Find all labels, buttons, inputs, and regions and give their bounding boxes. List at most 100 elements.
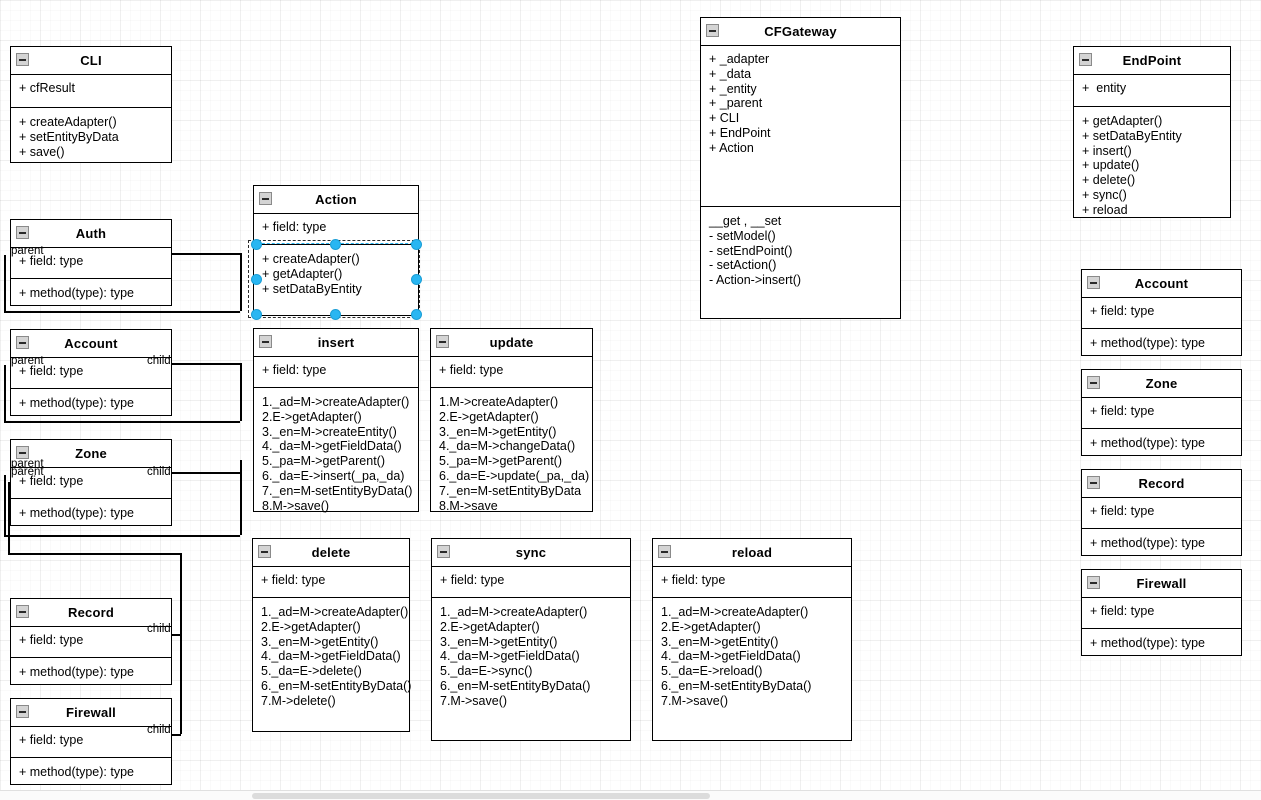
uml-class-firewall-left[interactable]: Firewall+ field: type+ method(type): typ… — [10, 698, 172, 785]
uml-class-firewall-right[interactable]: Firewall+ field: type+ method(type): typ… — [1081, 569, 1242, 656]
edge-label-account-parent: parent — [11, 355, 44, 367]
collapse-minus-icon[interactable] — [437, 545, 450, 558]
class-name: insert — [317, 335, 355, 350]
class-methods: 1._ad=M->createAdapter()2.E->getAdapter(… — [254, 388, 418, 519]
collapse-minus-icon[interactable] — [16, 605, 29, 618]
association-line[interactable] — [4, 365, 6, 421]
class-methods: + method(type): type — [11, 389, 171, 417]
method-line: 4._da=M->getFieldData() — [440, 649, 580, 664]
class-title-bar: Firewall — [11, 699, 171, 727]
uml-class-zone-left[interactable]: Zone+ field: type+ method(type): type — [10, 439, 172, 526]
attribute-line: + _adapter — [709, 52, 770, 66]
collapse-minus-icon[interactable] — [259, 192, 272, 205]
method-line: + method(type): type — [19, 506, 134, 520]
class-attributes: + field: type — [11, 627, 171, 658]
edge-label-zone-parent-b: parent — [11, 466, 44, 478]
collapse-minus-icon[interactable] — [1079, 53, 1092, 66]
attribute-line: + Action — [709, 140, 754, 155]
association-line[interactable] — [4, 421, 240, 423]
class-title-bar: sync — [432, 539, 630, 567]
horizontal-scrollbar[interactable] — [0, 790, 1261, 800]
resize-handle[interactable] — [251, 309, 262, 320]
method-line: 8.M->save() — [262, 498, 330, 513]
uml-class-record-right[interactable]: Record+ field: type+ method(type): type — [1081, 469, 1242, 556]
uml-class-auth[interactable]: Auth+ field: type+ method(type): type — [10, 219, 172, 306]
class-name: Account — [64, 336, 118, 351]
resize-handle[interactable] — [251, 274, 262, 285]
association-line[interactable] — [240, 363, 242, 421]
uml-class-endpoint[interactable]: EndPoint+ entity+ getAdapter()+ setDataB… — [1073, 46, 1231, 218]
method-line: 6._da=E->insert(_pa,_da) — [262, 468, 405, 483]
class-title-bar: EndPoint — [1074, 47, 1230, 75]
uml-class-action[interactable]: Action+ field: type+ createAdapter()+ ge… — [253, 185, 419, 316]
collapse-minus-icon[interactable] — [16, 705, 29, 718]
association-line[interactable] — [8, 482, 10, 553]
class-name: CLI — [80, 53, 102, 68]
attribute-line: + field: type — [261, 573, 326, 587]
collapse-minus-icon[interactable] — [16, 446, 29, 459]
attribute-line: + field: type — [19, 364, 84, 378]
method-line: 4._da=M->getFieldData() — [661, 649, 801, 664]
collapse-minus-icon[interactable] — [436, 335, 449, 348]
collapse-minus-icon[interactable] — [259, 335, 272, 348]
attribute-line: + field: type — [439, 363, 504, 377]
resize-handle[interactable] — [411, 239, 422, 250]
class-name: update — [489, 335, 534, 350]
association-line[interactable] — [240, 472, 242, 535]
uml-class-zone-right[interactable]: Zone+ field: type+ method(type): type — [1081, 369, 1242, 456]
collapse-minus-icon[interactable] — [1087, 476, 1100, 489]
uml-class-cli[interactable]: CLI+ cfResult+ createAdapter()+ setEntit… — [10, 46, 172, 163]
scrollbar-thumb[interactable] — [252, 793, 710, 799]
resize-handle[interactable] — [411, 274, 422, 285]
resize-handle[interactable] — [411, 309, 422, 320]
collapse-minus-icon[interactable] — [1087, 576, 1100, 589]
collapse-minus-icon[interactable] — [16, 336, 29, 349]
association-line[interactable] — [136, 253, 241, 255]
association-line[interactable] — [4, 311, 240, 313]
association-line[interactable] — [180, 634, 182, 734]
collapse-minus-icon[interactable] — [706, 24, 719, 37]
method-line: + method(type): type — [19, 286, 134, 300]
method-line: + setDataByEntity — [1082, 128, 1182, 143]
resize-handle[interactable] — [330, 309, 341, 320]
method-line: 7.M->save() — [661, 693, 729, 708]
attribute-line: + field: type — [1090, 404, 1155, 418]
method-line: + delete() — [1082, 173, 1136, 188]
collapse-minus-icon[interactable] — [1087, 376, 1100, 389]
class-title-bar: insert — [254, 329, 418, 357]
uml-class-account-left[interactable]: Account + field: type + method(type): type — [10, 329, 172, 416]
class-title-bar: Record — [1082, 470, 1241, 498]
collapse-minus-icon[interactable] — [1087, 276, 1100, 289]
attribute-line: + field: type — [19, 633, 84, 647]
class-name: sync — [515, 545, 547, 560]
association-line[interactable] — [180, 553, 182, 635]
collapse-minus-icon[interactable] — [16, 53, 29, 66]
edge-label-account-child: child — [147, 355, 171, 367]
collapse-minus-icon[interactable] — [658, 545, 671, 558]
class-name: CFGateway — [764, 24, 837, 39]
association-line[interactable] — [240, 253, 242, 311]
uml-class-record-left[interactable]: Record+ field: type+ method(type): type — [10, 598, 172, 685]
association-line[interactable] — [4, 475, 6, 535]
association-line[interactable] — [4, 255, 6, 311]
uml-class-cfgateway[interactable]: CFGateway+ _adapter+ _data+ _entity+ _pa… — [700, 17, 901, 319]
resize-handle[interactable] — [251, 239, 262, 250]
class-title-bar: Account — [1082, 270, 1241, 298]
collapse-minus-icon[interactable] — [258, 545, 271, 558]
association-line[interactable] — [136, 363, 241, 365]
collapse-minus-icon[interactable] — [16, 226, 29, 239]
association-line[interactable] — [8, 553, 181, 555]
class-attributes: + field: type — [11, 727, 171, 758]
association-line[interactable] — [136, 472, 241, 474]
association-line[interactable] — [240, 460, 242, 473]
resize-handle[interactable] — [330, 239, 341, 250]
association-line[interactable] — [4, 535, 240, 537]
class-attributes: + field: type — [1082, 598, 1241, 629]
uml-class-account-right[interactable]: Account+ field: type+ method(type): type — [1081, 269, 1242, 356]
